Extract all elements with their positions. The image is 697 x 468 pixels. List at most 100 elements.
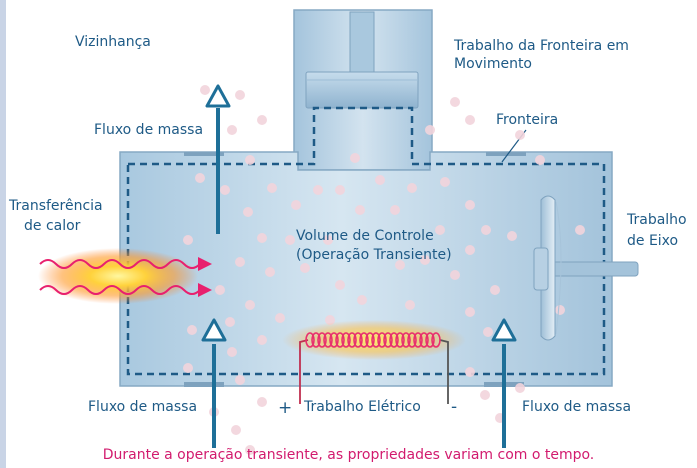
particle [257,335,267,345]
particle [395,260,405,270]
piston-head [305,71,419,109]
heat-transfer-label-line2: de calor [24,218,81,234]
coil-loop [377,332,387,348]
coil-loop [359,332,369,348]
coil-loop [329,332,339,348]
coil-loop [335,332,345,348]
particle [313,185,323,195]
particle [450,97,460,107]
particle [285,235,295,245]
particle [235,375,245,385]
particle [535,155,545,165]
particle [257,233,267,243]
particle [483,327,493,337]
particle [183,235,193,245]
particle [555,305,565,315]
control-volume-label-line1: Volume de Controle [296,228,434,244]
surroundings-label: Vizinhança [75,34,151,50]
particle [465,307,475,317]
coil-loop [341,332,351,348]
mass-flow-arrow-bottom-left [201,318,227,448]
particle [265,267,275,277]
particle [335,280,345,290]
mass-flow-arrow-top [205,84,231,234]
particle [335,185,345,195]
left-margin-strip [0,0,6,468]
particle [257,115,267,125]
particle [515,130,525,140]
moving-boundary-work-label-line2: Movimento [454,56,532,72]
particle [257,397,267,407]
particle [507,231,517,241]
particle [465,200,475,210]
coil-loop [323,332,333,348]
paddle-wheel [533,195,639,341]
particle [480,390,490,400]
particle [405,300,415,310]
particle [231,425,241,435]
particle [490,285,500,295]
shaft-work-label-line1: Trabalho [627,212,687,228]
coil-loop [347,332,357,348]
particle [267,183,277,193]
coil-loop [389,332,399,348]
particle [435,225,445,235]
particle [425,125,435,135]
particle [375,175,385,185]
particle [350,153,360,163]
particle [243,207,253,217]
particle [235,90,245,100]
mass-flow-bottom-left-label: Fluxo de massa [88,399,198,415]
particle [407,183,417,193]
heat-arrow-head-upper [198,257,212,271]
particle [245,445,255,455]
particle [227,347,237,357]
particle [450,270,460,280]
mass-flow-bottom-right-label: Fluxo de massa [522,399,632,415]
particle [465,115,475,125]
particle [291,200,301,210]
shaft [551,261,639,277]
particle [235,257,245,267]
particle [355,205,365,215]
coil-loop [395,332,405,348]
particle [323,235,333,245]
particle [225,317,235,327]
particle [357,295,367,305]
particle [187,325,197,335]
particle [575,225,585,235]
electric-minus-sign: - [451,397,458,417]
shaft-work-label-line2: de Eixo [627,233,679,249]
control-volume-boundary [126,106,606,376]
particle [215,285,225,295]
particle [515,383,525,393]
moving-boundary-work-label-line1: Trabalho da Fronteira em [454,38,629,54]
piston-rod [349,11,375,75]
particle [300,263,310,273]
particle [227,125,237,135]
coil-loop [419,332,429,348]
particle [200,85,210,95]
particle [245,155,255,165]
particle [465,367,475,377]
particles [183,85,585,455]
coil-loop [401,332,411,348]
coil-loop [413,332,423,348]
coil-loop [365,332,375,348]
heat-arrow-head-lower [198,283,212,297]
particle [183,363,193,373]
mass-flow-top-label: Fluxo de massa [94,122,204,138]
coil-loop [317,332,327,348]
particle [245,300,255,310]
heat-source [38,248,212,304]
particle [390,205,400,215]
particle [420,255,430,265]
control-volume-label-line2: (Operação Transiente) [296,247,452,263]
electrical-work-label: Trabalho Elétrico [304,399,421,415]
particle [195,173,205,183]
coil-loop [305,332,315,348]
electric-plus-sign: + [278,398,293,418]
particle [481,225,491,235]
